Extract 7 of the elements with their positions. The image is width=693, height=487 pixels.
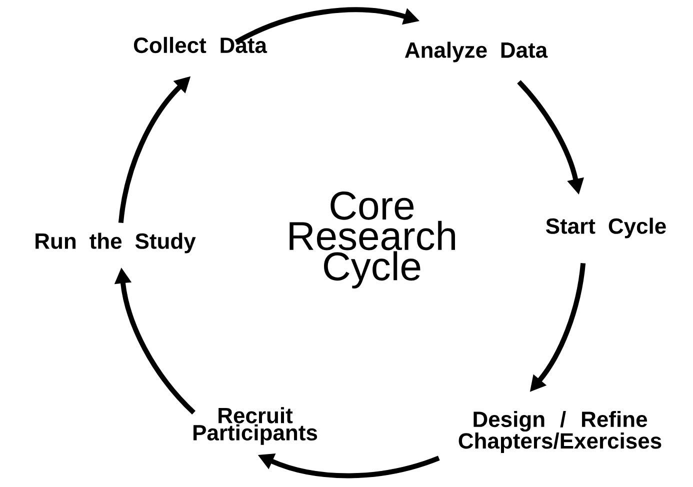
step-label: Run the Study <box>36 232 196 254</box>
center-title: Core Research Cycle <box>290 192 455 288</box>
step-label: Design / Refine Chapters/Exercises <box>458 410 662 454</box>
step-label: Analyze Data <box>404 42 548 62</box>
step-label: Recruit Participants <box>194 407 318 445</box>
step-label: Start Cycle <box>546 218 666 238</box>
step-label: Collect Data <box>134 36 268 54</box>
